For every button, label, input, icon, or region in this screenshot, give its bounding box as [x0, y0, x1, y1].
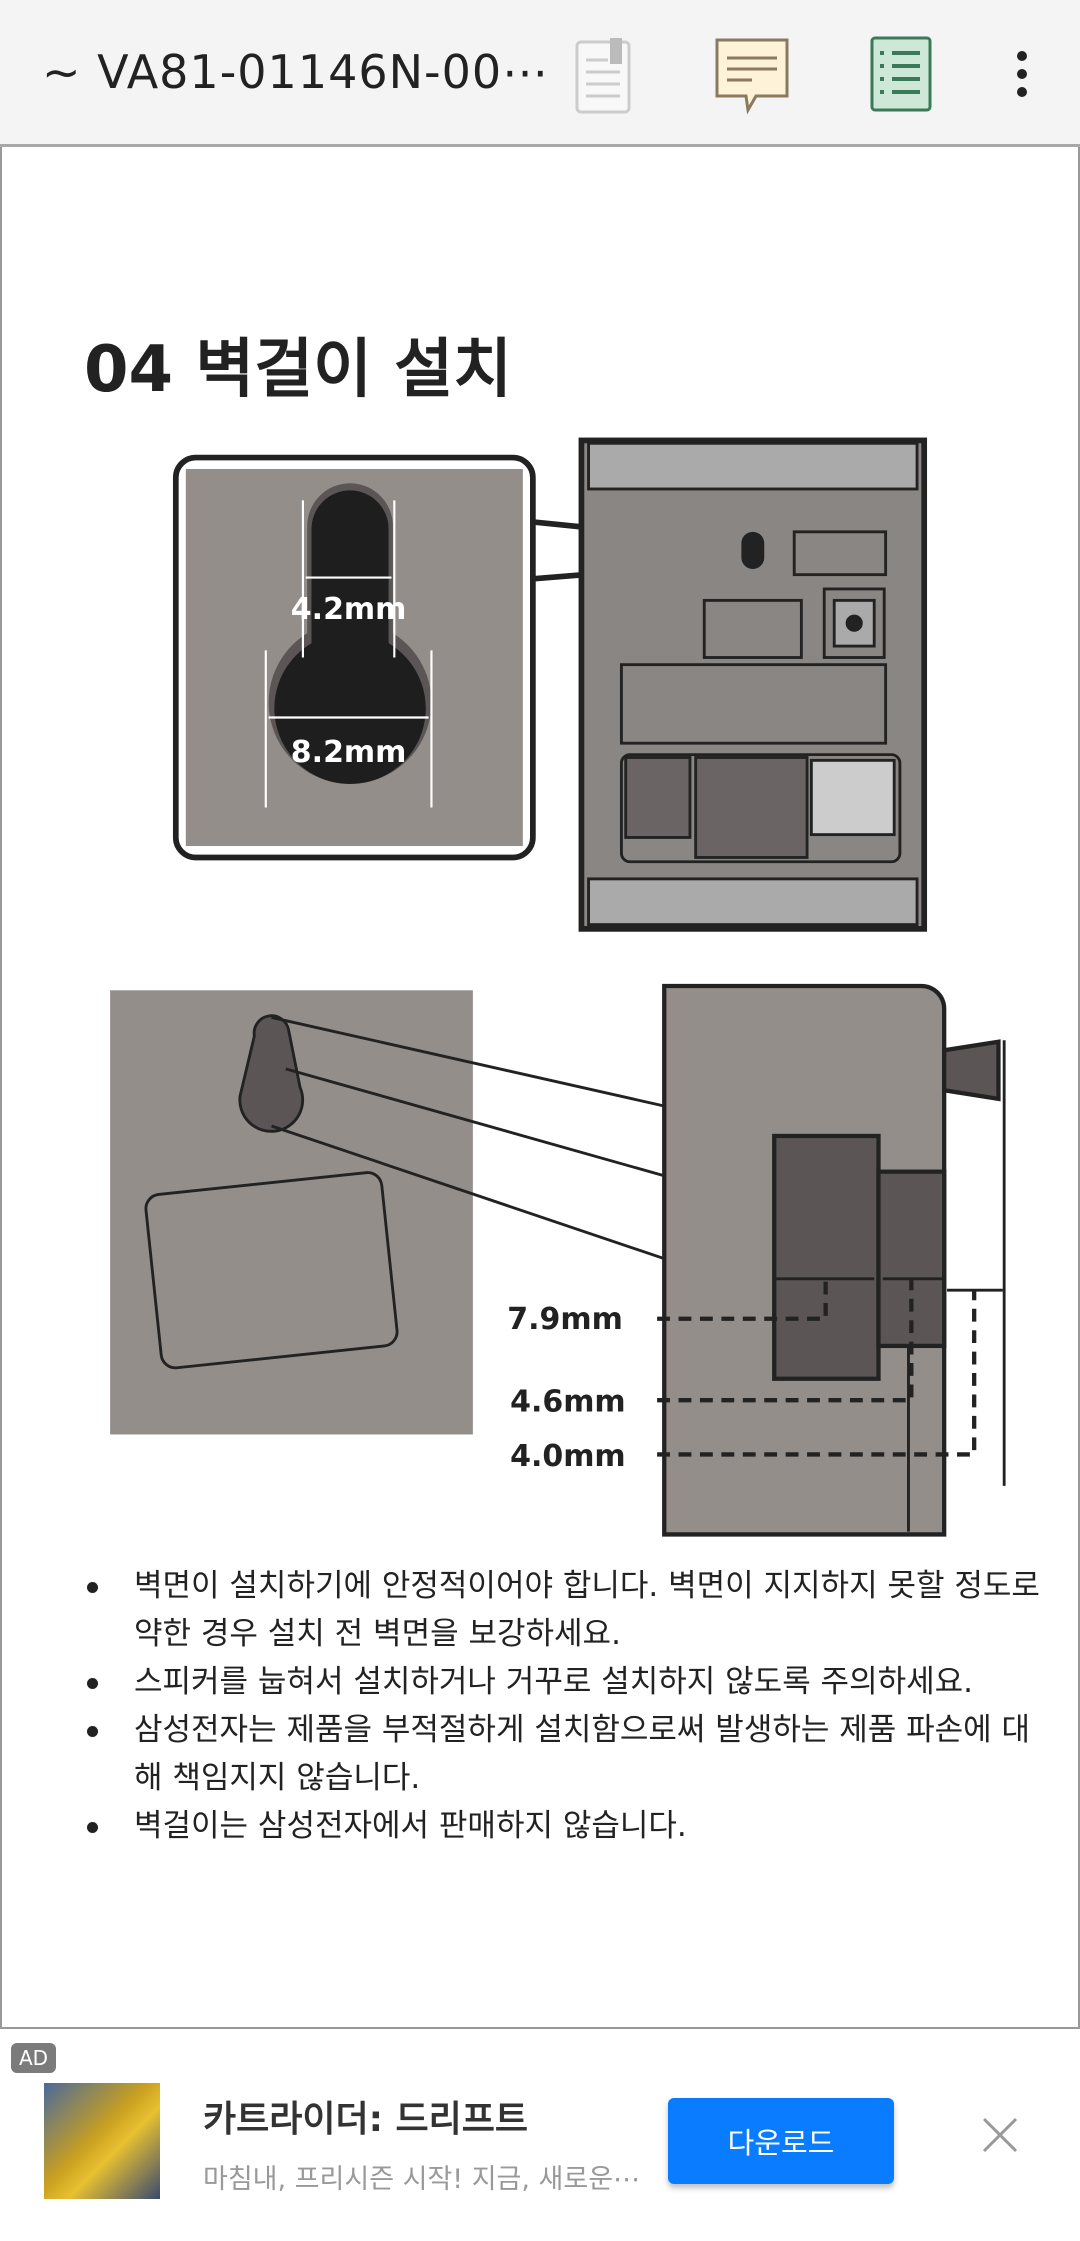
list-item: 삼성전자는 제품을 부적절하게 설치함으로써 발생하는 제품 파손에 대해 책임…: [84, 1706, 1044, 1802]
close-icon[interactable]: [980, 2115, 1020, 2155]
list-item: 벽걸이는 삼성전자에서 판매하지 않습니다.: [84, 1802, 1044, 1850]
depth-label-2: 4.6mm: [510, 1385, 626, 1420]
ad-app-image[interactable]: [44, 2083, 160, 2199]
depth-label-3: 4.0mm: [510, 1439, 626, 1474]
depth-label-1: 7.9mm: [507, 1302, 623, 1337]
ad-title[interactable]: 카트라이더: 드리프트: [203, 2099, 529, 2140]
comment-icon[interactable]: [714, 36, 790, 116]
speaker-side-view: [657, 983, 1006, 1537]
document-title[interactable]: ~ VA81-01146N-00⋯: [42, 45, 550, 99]
more-vert-icon[interactable]: [1010, 50, 1034, 98]
list-item: 스피커를 눕혀서 설치하거나 거꾸로 설치하지 않도록 주의하세요.: [84, 1658, 1044, 1706]
hole-width-small-label: 4.2mm: [291, 592, 407, 627]
bookmark-page-icon[interactable]: [574, 36, 634, 116]
ad-subtitle[interactable]: 마침내, 프리시즌 시작! 지금, 새로운⋯: [203, 2164, 641, 2195]
section-heading: 04 벽걸이 설치: [84, 333, 513, 407]
speaker-back-view: [578, 437, 928, 932]
ad-download-button[interactable]: 다운로드: [668, 2098, 894, 2184]
ad-badge: AD: [11, 2043, 57, 2073]
list-item: 벽면이 설치하기에 안정적이어야 합니다. 벽면이 지지하지 못할 정도로 약한…: [84, 1562, 1044, 1658]
wall-mount-diagram: 4.2mm 8.2mm 7.9mm 4.6mm 4.0mm: [110, 437, 1006, 1537]
top-app-bar: ~ VA81-01146N-00⋯: [0, 0, 1080, 147]
outline-list-icon[interactable]: [870, 36, 932, 112]
wall-keyhole-view: [110, 990, 944, 1435]
hole-width-large-label: 8.2mm: [291, 735, 407, 770]
instruction-list: 벽면이 설치하기에 안정적이어야 합니다. 벽면이 지지하지 못할 정도로 약한…: [84, 1562, 1044, 1850]
